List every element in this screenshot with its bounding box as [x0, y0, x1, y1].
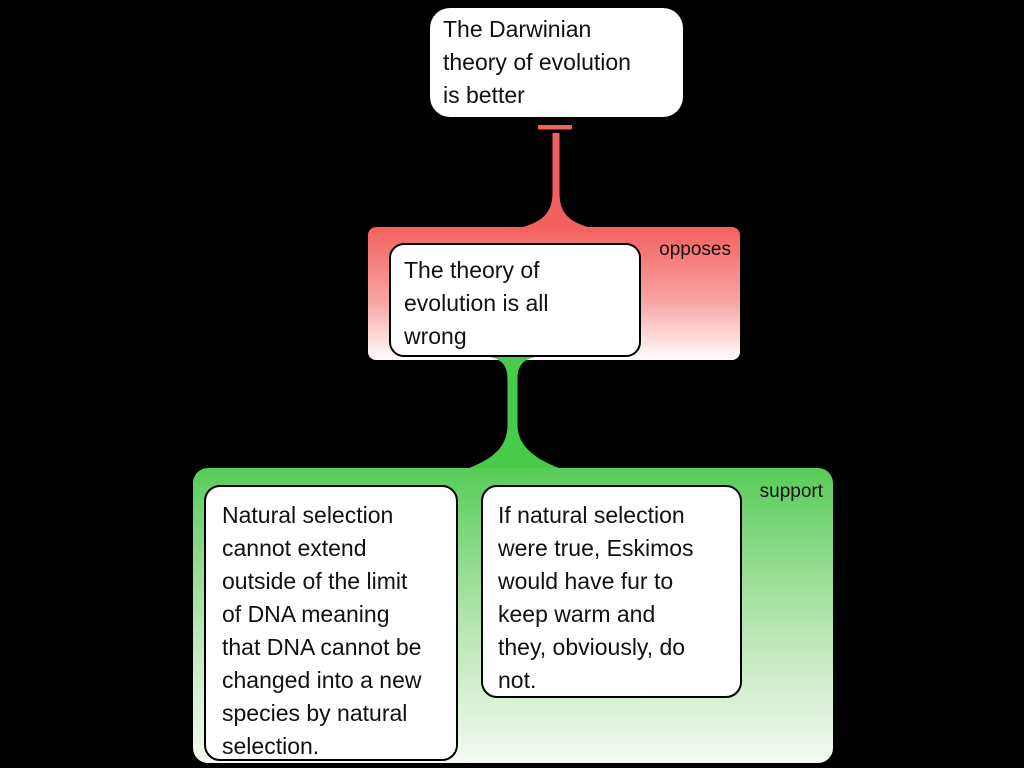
objection-claim-text: The theory of evolution is all wrong	[404, 257, 549, 349]
premise-box-2[interactable]: If natural selection were true, Eskimos …	[481, 485, 742, 698]
premise-1-text: Natural selection cannot extend outside …	[222, 502, 422, 759]
premise-box-1[interactable]: Natural selection cannot extend outside …	[204, 485, 458, 761]
supports-connector	[469, 357, 559, 468]
opposes-label: opposes	[659, 239, 731, 260]
opposes-connector	[523, 133, 588, 227]
objection-claim-box[interactable]: The theory of evolution is all wrong	[389, 243, 641, 357]
main-claim-box[interactable]: The Darwinian theory of evolution is bet…	[430, 8, 683, 117]
support-label: support	[759, 481, 823, 502]
opposes-tbar-icon	[538, 125, 572, 130]
premise-2-text: If natural selection were true, Eskimos …	[498, 502, 694, 693]
main-claim-text: The Darwinian theory of evolution is bet…	[443, 16, 631, 108]
